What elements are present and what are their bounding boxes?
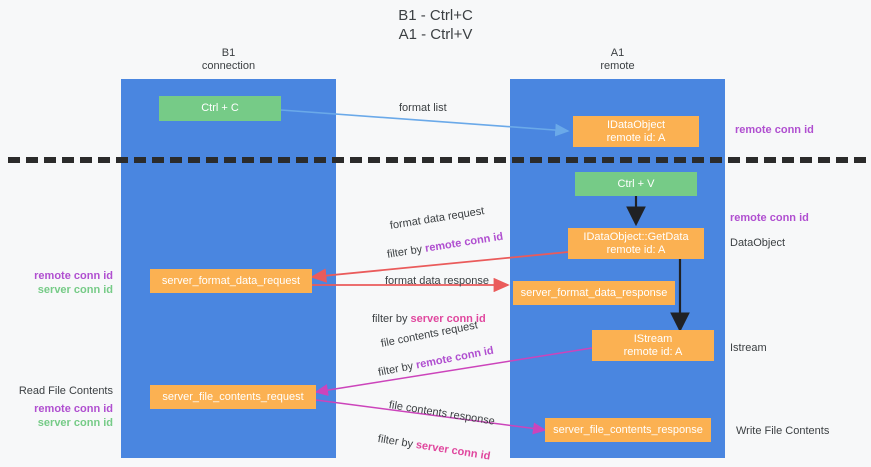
edge-label-format-data-response: format data response xyxy=(385,275,489,287)
filter-value-server-conn-id: server conn id xyxy=(410,313,486,325)
lane-header-a1-title: A1 xyxy=(610,47,625,59)
node-server-format-data-response[interactable]: server_format_data_response xyxy=(513,281,675,305)
side-label-left-remote-conn-id-2: remote conn id xyxy=(34,403,113,415)
side-label-write-file-contents: Write File Contents xyxy=(736,425,830,437)
node-idataobject-getdata[interactable]: IDataObject::GetData remote id: A xyxy=(568,228,704,259)
side-label-remote-conn-id-top: remote conn id xyxy=(735,124,814,136)
side-label-remote-conn-id-mid: remote conn id xyxy=(730,212,809,224)
node-istream[interactable]: IStream remote id: A xyxy=(592,330,714,361)
lane-header-b1: B1 connection xyxy=(121,47,336,73)
side-label-left-server-conn-id-2: server conn id xyxy=(37,417,113,429)
filter-value-remote-conn-id: remote conn id xyxy=(424,230,504,255)
node-server-file-contents-response[interactable]: server_file_contents_response xyxy=(545,418,711,442)
lane-header-a1-subtitle: remote xyxy=(600,60,635,72)
filter-value-server-conn-id: server conn id xyxy=(415,439,492,463)
lane-header-a1: A1 remote xyxy=(510,47,725,73)
phase-divider xyxy=(8,157,866,163)
node-server-format-data-request[interactable]: server_format_data_request xyxy=(150,269,312,293)
side-label-dataobject: DataObject xyxy=(730,237,786,249)
node-server-file-contents-request[interactable]: server_file_contents_request xyxy=(150,385,316,409)
node-ctrl-v[interactable]: Ctrl + V xyxy=(575,172,697,196)
lane-header-b1-subtitle: connection xyxy=(201,60,256,72)
filter-prefix: filter by xyxy=(376,432,417,451)
diagram-title: B1 - Ctrl+C A1 - Ctrl+V xyxy=(398,7,473,43)
side-label-left-remote-conn-id: remote conn id xyxy=(34,270,113,282)
filter-prefix: filter by xyxy=(386,242,427,261)
node-ctrl-c[interactable]: Ctrl + C xyxy=(159,96,281,121)
side-label-left-server-conn-id: server conn id xyxy=(37,284,113,296)
edge-label-format-list: format list xyxy=(399,102,447,114)
lane-header-b1-title: B1 xyxy=(221,47,236,59)
filter-prefix: filter by xyxy=(372,313,411,325)
filter-value-remote-conn-id: remote conn id xyxy=(414,344,495,372)
edge-label-format-data-response-filter: filter by server conn id xyxy=(372,298,486,326)
side-label-istream: Istream xyxy=(730,342,767,354)
node-idataobject[interactable]: IDataObject remote id: A xyxy=(573,116,699,147)
side-label-read-file-contents: Read File Contents xyxy=(18,385,113,397)
filter-prefix: filter by xyxy=(377,359,418,379)
